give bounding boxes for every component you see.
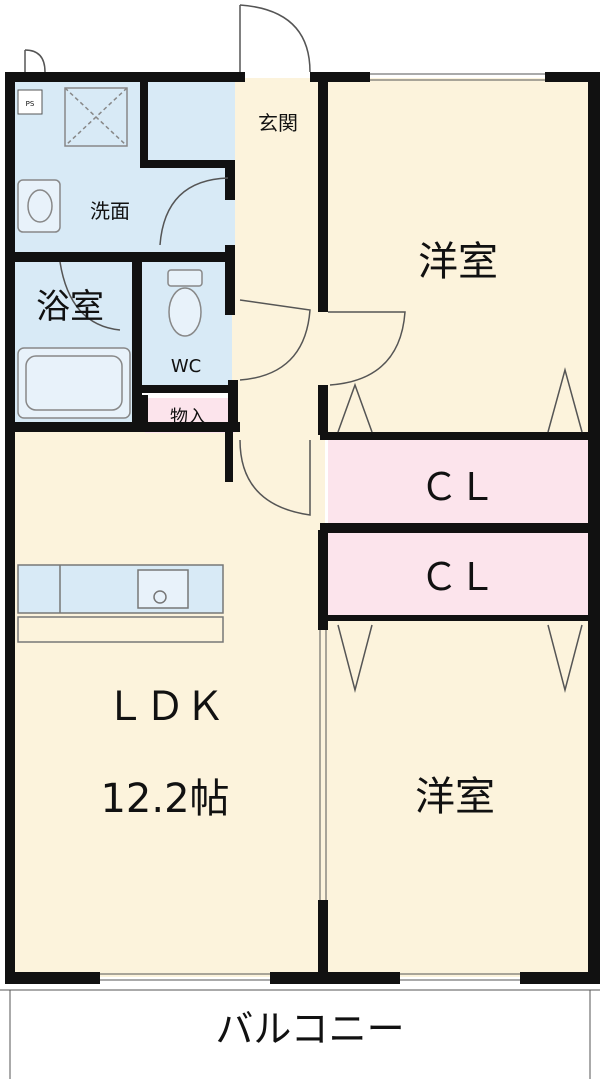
western-room-top-label: 洋室 xyxy=(418,239,498,285)
ldk-size-label: 12.2帖 xyxy=(100,776,229,822)
shower-fixture xyxy=(64,87,128,147)
walls xyxy=(5,72,600,984)
windows xyxy=(0,73,600,1079)
entrance-label: 玄関 xyxy=(258,111,298,135)
entrance-floor xyxy=(232,78,325,170)
closet-bottom-label: ＣＬ xyxy=(420,555,496,599)
toilet-fixture xyxy=(167,269,203,337)
toilet-label: WC xyxy=(171,356,201,377)
western-room-bottom-floor xyxy=(325,615,590,977)
closet-top-floor xyxy=(328,437,588,525)
kitchen-counter xyxy=(17,564,224,643)
balcony-label: バルコニー xyxy=(215,1007,404,1051)
ldk-floor xyxy=(10,432,325,977)
washroom-label: 洗面 xyxy=(90,199,130,223)
ps-label: PS xyxy=(26,100,35,108)
bathtub-fixture xyxy=(17,347,131,419)
balcony-floor xyxy=(0,985,600,1079)
bathroom-label: 浴室 xyxy=(36,287,104,327)
ps-box xyxy=(17,89,43,115)
storage-label: 物入 xyxy=(170,407,206,428)
western-room-bottom-label: 洋室 xyxy=(415,774,495,820)
doors xyxy=(24,4,583,693)
sink-fixture xyxy=(17,179,61,233)
closet-top-label: ＣＬ xyxy=(420,465,496,509)
closet-bottom-floor xyxy=(328,533,588,621)
ldk-label: ＬＤＫ xyxy=(105,684,225,730)
